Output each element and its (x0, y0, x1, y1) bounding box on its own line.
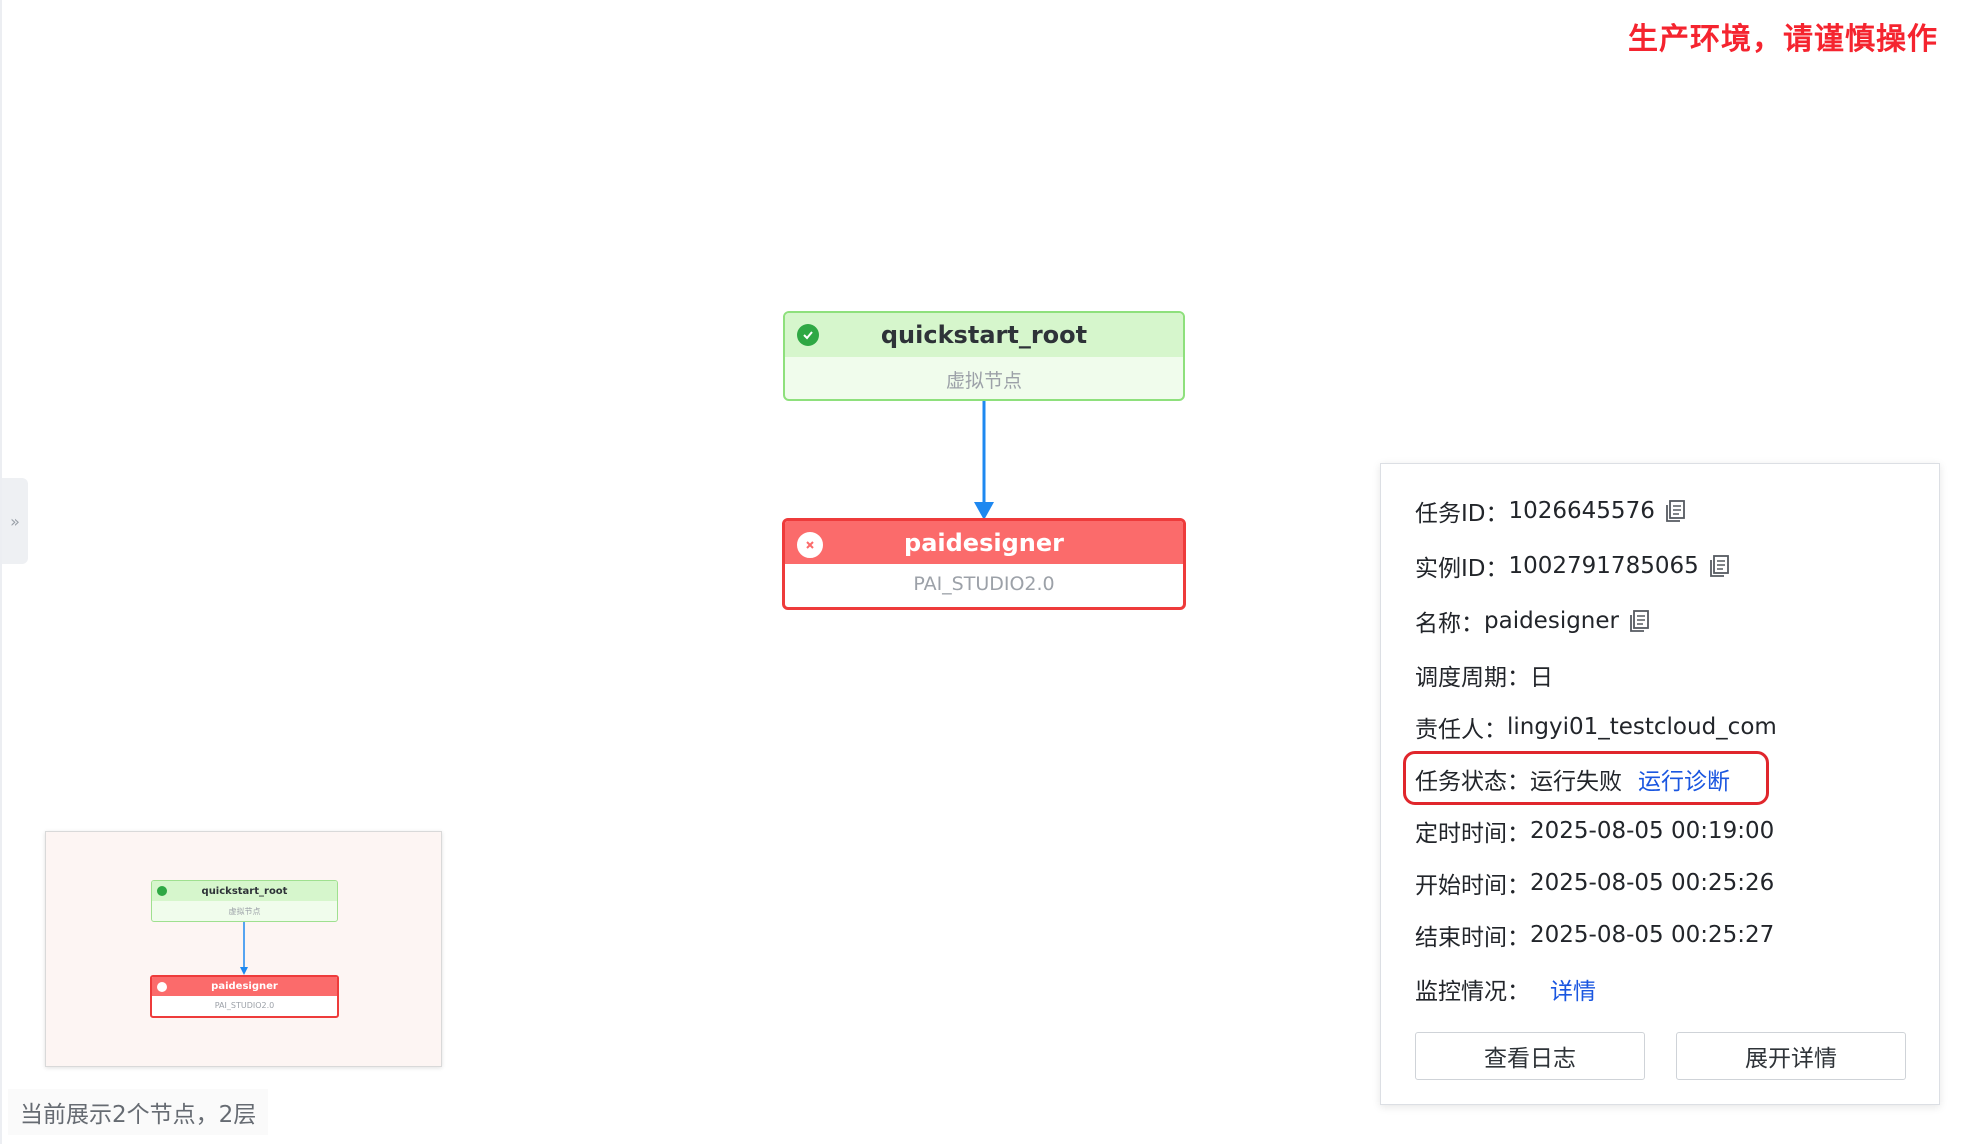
minimap-node-title: paidesigner (211, 981, 278, 992)
instance-id-label: 实例ID： (1415, 556, 1509, 582)
node-type: PAI_STUDIO2.0 (913, 573, 1055, 595)
end-time-value: 2025-08-05 00:25:27 (1530, 922, 1775, 948)
node-header: quickstart_root (785, 313, 1183, 357)
monitor-detail-link[interactable]: 详情 (1550, 979, 1596, 1005)
owner-value: lingyi01_testcloud_com (1507, 714, 1777, 740)
copy-icon[interactable] (1665, 499, 1687, 523)
name-value: paidesigner (1484, 608, 1619, 634)
end-time-label: 结束时间： (1415, 925, 1530, 951)
scheduled-time-row: 定时时间： 2025-08-05 00:19:00 (1415, 814, 1774, 848)
cycle-label: 调度周期： (1415, 665, 1530, 691)
name-label: 名称： (1415, 611, 1484, 637)
task-id-row: 任务ID： 1026645576 (1415, 494, 1687, 528)
error-x-icon (157, 982, 167, 992)
instance-id-value: 1002791785065 (1508, 553, 1699, 579)
graph-summary: 当前展示2个节点，2层 (8, 1089, 269, 1135)
node-title: paidesigner (904, 528, 1064, 557)
minimap-node-title: quickstart_root (201, 885, 288, 897)
task-id-value: 1026645576 (1508, 498, 1655, 524)
task-id-label: 任务ID： (1415, 501, 1509, 527)
success-check-icon (157, 886, 167, 896)
production-warning: 生产环境，请谨慎操作 (1628, 22, 1938, 57)
owner-row: 责任人： lingyi01_testcloud_com (1415, 710, 1777, 744)
minimap-node-type: 虚拟节点 (228, 907, 261, 916)
expand-details-button[interactable]: 展开详情 (1676, 1032, 1906, 1080)
node-header: paidesigner (785, 521, 1183, 564)
cycle-row: 调度周期： 日 (1415, 658, 1553, 692)
monitor-row: 监控情况： 详情 (1415, 972, 1596, 1006)
minimap-node-root: quickstart_root 虚拟节点 (151, 880, 338, 922)
start-time-value: 2025-08-05 00:25:26 (1530, 870, 1775, 896)
end-time-row: 结束时间： 2025-08-05 00:25:27 (1415, 918, 1774, 952)
error-x-icon (797, 532, 823, 558)
start-time-row: 开始时间： 2025-08-05 00:25:26 (1415, 866, 1774, 900)
success-check-icon (797, 324, 819, 346)
node-paidesigner[interactable]: paidesigner PAI_STUDIO2.0 (782, 518, 1186, 610)
run-diagnosis-link[interactable]: 运行诊断 (1638, 769, 1730, 795)
node-quickstart-root[interactable]: quickstart_root 虚拟节点 (783, 311, 1185, 401)
status-highlight-box (1403, 751, 1769, 805)
copy-icon[interactable] (1629, 609, 1651, 633)
double-chevron-right-icon: » (10, 511, 20, 531)
scheduled-time-value: 2025-08-05 00:19:00 (1530, 818, 1775, 844)
owner-label: 责任人： (1415, 717, 1507, 743)
sidebar-expand-toggle[interactable]: » (2, 478, 28, 564)
view-log-button[interactable]: 查看日志 (1415, 1032, 1645, 1080)
start-time-label: 开始时间： (1415, 873, 1530, 899)
minimap[interactable]: quickstart_root 虚拟节点 paidesigner PAI_STU… (45, 831, 442, 1067)
minimap-node-type: PAI_STUDIO2.0 (214, 1001, 275, 1010)
minimap-edge (240, 921, 248, 975)
status-value: 运行失败 (1530, 769, 1622, 795)
instance-id-row: 实例ID： 1002791785065 (1415, 549, 1731, 583)
scheduled-time-label: 定时时间： (1415, 821, 1530, 847)
name-row: 名称： paidesigner (1415, 604, 1651, 638)
node-title: quickstart_root (880, 321, 1088, 349)
cycle-value: 日 (1530, 665, 1553, 691)
task-detail-panel: 任务ID： 1026645576 实例ID： 1002791785065 (1380, 463, 1940, 1105)
status-label: 任务状态： (1415, 769, 1530, 795)
copy-icon[interactable] (1709, 554, 1731, 578)
monitor-label: 监控情况： (1415, 979, 1530, 1005)
status-row: 任务状态： 运行失败 运行诊断 (1415, 762, 1730, 796)
node-type: 虚拟节点 (945, 370, 1022, 392)
minimap-node-task: paidesigner PAI_STUDIO2.0 (150, 975, 339, 1018)
